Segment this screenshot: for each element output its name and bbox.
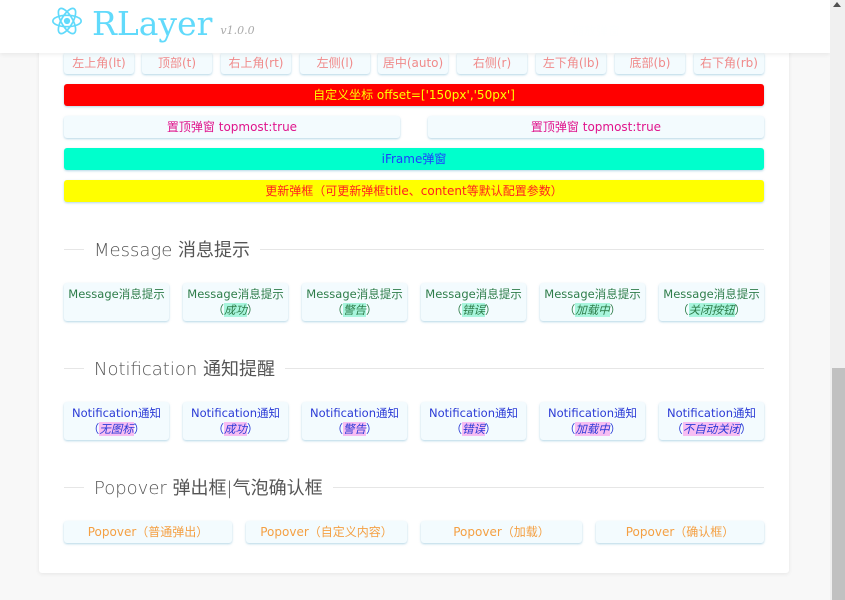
- type-tag: 错误: [462, 422, 485, 436]
- notification-no-icon-button[interactable]: Notification通知 （无图标）: [64, 402, 169, 440]
- paren: ）: [740, 422, 752, 436]
- type-tag: 警告: [343, 422, 366, 436]
- topmost-dialog-button-2[interactable]: 置顶弹窗 topmost:true: [428, 116, 764, 138]
- notification-loading-button[interactable]: Notification通知 （加载中）: [540, 402, 645, 440]
- position-l-button[interactable]: 左侧(l): [300, 52, 370, 74]
- notification-warning-button[interactable]: Notification通知 （警告）: [302, 402, 407, 440]
- paren: ）: [247, 303, 259, 317]
- notification-success-button[interactable]: Notification通知 （成功）: [183, 402, 288, 440]
- paren: ）: [485, 303, 497, 317]
- paren: ）: [133, 422, 146, 436]
- type-tag: 成功: [224, 303, 247, 317]
- button-label: Message消息提示: [544, 287, 641, 301]
- popover-section-title: Popover 弹出框|气泡确认框: [64, 472, 764, 502]
- divider: [64, 486, 84, 488]
- version-label: v1.0.0: [220, 24, 255, 37]
- popover-loading-button[interactable]: Popover（加载）: [421, 521, 582, 543]
- button-label: Notification通知: [191, 406, 280, 420]
- button-label: Notification通知: [667, 406, 756, 420]
- popover-custom-content-button[interactable]: Popover（自定义内容）: [246, 521, 407, 543]
- message-closable-button[interactable]: Message消息提示 （关闭按钮）: [659, 283, 764, 321]
- message-loading-button[interactable]: Message消息提示 （加载中）: [540, 283, 645, 321]
- button-label: Message消息提示: [187, 287, 284, 301]
- type-tag: 加载中: [575, 303, 610, 317]
- app-header: RLayer v1.0.0: [0, 0, 830, 53]
- button-label: Notification通知: [429, 406, 518, 420]
- paren: （: [212, 422, 225, 436]
- paren: （: [331, 422, 344, 436]
- position-rt-button[interactable]: 右上角(rt): [221, 52, 291, 74]
- update-dialog-button[interactable]: 更新弹框（可更新弹框title、content等默认配置参数）: [64, 180, 764, 202]
- scrollbar-thumb[interactable]: [832, 368, 845, 600]
- divider: [260, 248, 764, 250]
- notification-error-button[interactable]: Notification通知 （错误）: [421, 402, 526, 440]
- vertical-scrollbar[interactable]: [830, 0, 845, 600]
- paren: ）: [247, 422, 259, 436]
- paren: ）: [366, 422, 378, 436]
- button-label: Message消息提示: [68, 287, 165, 301]
- type-tag: 错误: [462, 303, 485, 317]
- custom-offset-button[interactable]: 自定义坐标 offset=['150px','50px']: [64, 84, 764, 106]
- type-tag: 警告: [343, 303, 366, 317]
- position-rb-button[interactable]: 右下角(rb): [694, 52, 764, 74]
- popover-confirm-button[interactable]: Popover（确认框）: [596, 521, 764, 543]
- logo[interactable]: RLayer v1.0.0: [50, 4, 255, 42]
- position-b-button[interactable]: 底部(b): [615, 52, 685, 74]
- button-label: Notification通知: [548, 406, 637, 420]
- divider: [285, 367, 764, 369]
- section-heading: Popover 弹出框|气泡确认框: [94, 478, 323, 499]
- paren: （: [563, 303, 576, 317]
- button-label: Message消息提示: [306, 287, 403, 301]
- paren: （: [677, 303, 689, 317]
- type-tag: 不自动关闭: [682, 422, 741, 436]
- message-warning-button[interactable]: Message消息提示 （警告）: [302, 283, 407, 321]
- position-lb-button[interactable]: 左下角(lb): [536, 52, 606, 74]
- notification-section-title: Notification 通知提醒: [64, 353, 764, 383]
- paren: （: [671, 422, 683, 436]
- iframe-dialog-button[interactable]: iFrame弹窗: [64, 148, 764, 170]
- position-r-button[interactable]: 右侧(r): [457, 52, 527, 74]
- app-title: RLayer: [92, 4, 213, 43]
- popover-basic-button[interactable]: Popover（普通弹出）: [64, 521, 232, 543]
- paren: （: [450, 303, 463, 317]
- button-label: Message消息提示: [425, 287, 522, 301]
- topmost-dialog-button-1[interactable]: 置顶弹窗 topmost:true: [64, 116, 400, 138]
- type-tag: 关闭按钮: [688, 303, 735, 317]
- type-tag: 无图标: [99, 422, 134, 436]
- paren: （: [450, 422, 463, 436]
- button-label: Notification通知: [310, 406, 399, 420]
- divider: [332, 486, 764, 488]
- position-lt-button[interactable]: 左上角(lt): [64, 52, 134, 74]
- message-success-button[interactable]: Message消息提示 （成功）: [183, 283, 288, 321]
- section-heading: Notification 通知提醒: [94, 359, 276, 380]
- type-tag: 加载中: [575, 422, 610, 436]
- notification-persistent-button[interactable]: Notification通知 （不自动关闭）: [659, 402, 764, 440]
- scroll-up-arrow-icon[interactable]: [833, 2, 841, 7]
- message-error-button[interactable]: Message消息提示 （错误）: [421, 283, 526, 321]
- type-tag: 成功: [224, 422, 247, 436]
- section-heading: Message 消息提示: [94, 240, 250, 261]
- paren: ）: [485, 422, 497, 436]
- position-auto-button[interactable]: 居中(auto): [378, 52, 448, 74]
- divider: [64, 248, 84, 250]
- paren: （: [563, 422, 576, 436]
- paren: （: [212, 303, 225, 317]
- paren: （: [87, 422, 100, 436]
- paren: ）: [609, 422, 622, 436]
- paren: ）: [366, 303, 378, 317]
- button-label: Notification通知: [72, 406, 161, 420]
- divider: [64, 367, 84, 369]
- position-t-button[interactable]: 顶部(t): [142, 52, 212, 74]
- react-atom-icon: [50, 4, 84, 42]
- message-section-title: Message 消息提示: [64, 234, 764, 264]
- paren: ）: [734, 303, 747, 317]
- button-label: Message消息提示: [663, 287, 760, 301]
- paren: ）: [609, 303, 622, 317]
- message-default-button[interactable]: Message消息提示: [64, 283, 169, 321]
- paren: （: [331, 303, 344, 317]
